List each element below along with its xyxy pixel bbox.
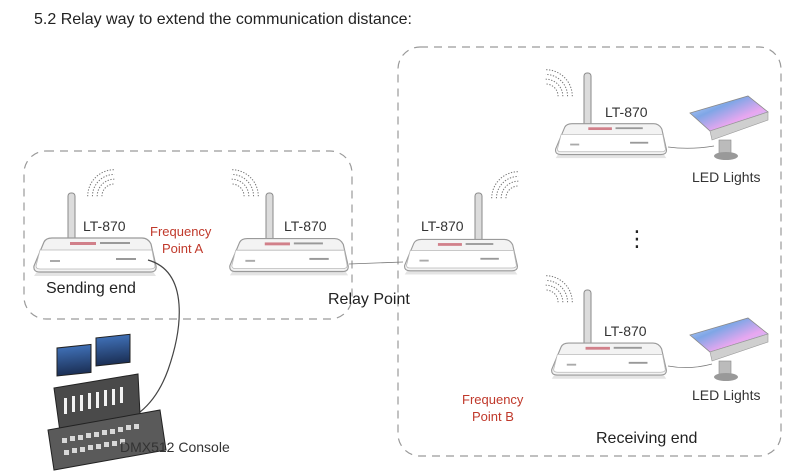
antenna-icon — [265, 192, 274, 244]
wireless-signal-icon — [545, 275, 573, 303]
transceiver-icon — [551, 342, 667, 380]
receiver-1-cable — [667, 145, 715, 149]
transceiver-icon — [229, 237, 349, 276]
transceiver-icon — [554, 123, 668, 159]
antenna-icon — [474, 192, 483, 244]
receiver-2-cable — [667, 363, 713, 368]
wireless-signal-icon — [231, 169, 259, 197]
sending-device-model: LT-870 — [83, 218, 126, 234]
more-receivers-ellipsis: ⋮ — [626, 226, 648, 251]
frequency-b-line1: Frequency — [462, 392, 524, 407]
receiving-end-label: Receiving end — [596, 430, 697, 447]
relay-device-1-model: LT-870 — [284, 218, 327, 234]
led-light-2 — [689, 317, 769, 381]
frequency-a-line1: Frequency — [150, 224, 212, 239]
led-lights-label-2: LED Lights — [692, 387, 760, 403]
antenna-icon — [583, 289, 592, 349]
console-screen-icon — [56, 343, 92, 377]
receiver-2-model: LT-870 — [604, 323, 647, 339]
wireless-signal-icon — [545, 69, 573, 97]
antenna-icon — [67, 192, 76, 244]
relay-point-label: Relay Point — [328, 291, 410, 308]
led-light-1 — [689, 95, 769, 160]
dmx-console — [47, 333, 167, 471]
relay-device-2 — [403, 171, 519, 276]
frequency-a-line2: Point A — [162, 241, 204, 256]
sending-end-label: Sending end — [46, 280, 136, 297]
relay-device-2-model: LT-870 — [421, 218, 464, 234]
led-lights-label-1: LED Lights — [692, 169, 760, 185]
receiver-device-2 — [545, 275, 667, 380]
transceiver-icon — [403, 238, 519, 276]
dmx-cable — [139, 259, 180, 413]
frequency-b-line2: Point B — [472, 409, 514, 424]
sending-group-box — [23, 150, 353, 320]
antenna-icon — [583, 72, 592, 129]
console-screen-icon — [95, 333, 131, 367]
wireless-signal-icon — [87, 169, 115, 197]
console-label: DMX512 Console — [120, 439, 230, 455]
transceiver-icon — [33, 237, 157, 276]
page-heading: 5.2 Relay way to extend the communicatio… — [34, 11, 412, 28]
sending-device — [33, 169, 157, 276]
wireless-signal-icon — [491, 171, 519, 199]
relay-device-1 — [229, 169, 349, 276]
receiver-device-1 — [545, 69, 668, 159]
receiving-group-box — [397, 46, 782, 457]
receiver-1-model: LT-870 — [605, 104, 648, 120]
relay-link-line — [348, 261, 404, 265]
